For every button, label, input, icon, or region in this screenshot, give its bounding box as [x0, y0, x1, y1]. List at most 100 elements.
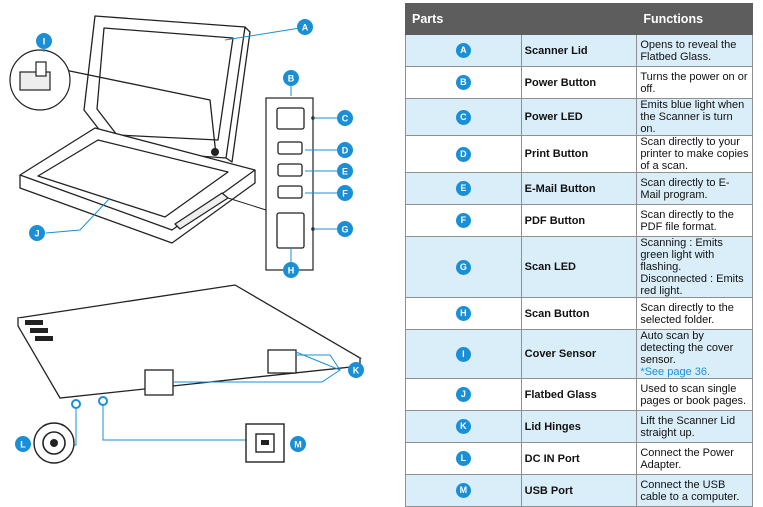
part-function: Scan directly to the PDF file format. — [636, 204, 753, 237]
part-function-text: Scan directly to the PDF file format. — [640, 208, 734, 233]
part-letter-badge: G — [455, 259, 471, 275]
see-page-link[interactable]: *See page 36. — [640, 366, 711, 378]
part-letter-badge: E — [455, 181, 471, 196]
badge-cell: L — [405, 442, 522, 475]
part-function-text: Scan directly to your printer to make co… — [640, 136, 749, 172]
badge-k: K — [348, 362, 364, 378]
svg-text:C: C — [342, 114, 349, 124]
svg-text:G: G — [341, 225, 348, 235]
svg-text:L: L — [20, 440, 26, 450]
part-function-text: Emits blue light when the Scanner is tur… — [640, 99, 745, 135]
power-button-drawing — [276, 107, 305, 130]
part-name: Cover Sensor — [520, 329, 638, 379]
part-function-text: Connect the Power Adapter. — [640, 446, 734, 471]
svg-text:I: I — [43, 37, 46, 47]
part-function-text: Lift the Scanner Lid straight up. — [640, 414, 736, 439]
table-header-row: Parts Functions — [404, 3, 753, 35]
part-name: Lid Hinges — [520, 410, 638, 443]
part-function: Scan directly to your printer to make co… — [636, 135, 753, 173]
part-name: DC IN Port — [520, 442, 638, 475]
part-name: Scan Button — [520, 297, 638, 330]
part-function: Used to scan single pages or book pages. — [636, 378, 753, 411]
badge-cell: H — [405, 297, 522, 330]
badge-e: E — [337, 163, 353, 179]
usb-port-zoom — [245, 423, 285, 463]
part-function: Scan directly to E-Mail program. — [636, 172, 753, 205]
svg-text:H: H — [288, 266, 295, 276]
part-function-text: Scan directly to E-Mail program. — [640, 176, 730, 201]
badge-cell: G — [405, 236, 522, 298]
badge-d: D — [337, 142, 353, 158]
badge-cell: I — [405, 329, 522, 379]
part-function-text: Scan directly to the selected folder. — [640, 301, 734, 326]
badge-cell: M — [405, 474, 522, 507]
part-function: Connect the USB cable to a computer. — [636, 474, 753, 507]
part-function: Turns the power on or off. — [636, 66, 753, 99]
badge-cell: A — [405, 34, 522, 67]
badge-cell: J — [405, 378, 522, 411]
part-letter-badge: J — [455, 387, 471, 402]
scan-button-drawing — [276, 212, 305, 249]
part-function-text: Auto scan by detecting the cover sensor. — [640, 330, 734, 366]
badge-g: G — [337, 221, 353, 237]
part-function: Emits blue light when the Scanner is tur… — [636, 98, 753, 136]
svg-text:D: D — [342, 146, 349, 156]
part-name: Power LED — [520, 98, 638, 136]
part-letter-badge: A — [455, 43, 471, 58]
part-function: Scanning : Emits green light with flashi… — [636, 236, 753, 298]
part-name: PDF Button — [520, 204, 638, 237]
badge-cell: B — [405, 66, 522, 99]
badge-j: J — [29, 225, 45, 241]
part-letter-badge: F — [455, 213, 471, 228]
part-function: Scan directly to the selected folder. — [636, 297, 753, 330]
part-letter-badge: H — [455, 306, 471, 321]
part-function: Auto scan by detecting the cover sensor.… — [636, 329, 753, 379]
svg-text:A: A — [302, 23, 309, 33]
badge-cell: K — [405, 410, 522, 443]
part-letter-badge: C — [455, 109, 471, 125]
part-function: Connect the Power Adapter. — [636, 442, 753, 475]
svg-text:B: B — [288, 74, 295, 84]
svg-text:E: E — [342, 167, 348, 177]
part-letter-badge: M — [455, 483, 471, 498]
part-function-text: Connect the USB cable to a computer. — [640, 478, 740, 503]
badge-cell: C — [405, 98, 522, 136]
part-name: Scan LED — [520, 236, 638, 298]
pdf-button-drawing — [277, 185, 303, 199]
part-name: Scanner Lid — [520, 34, 638, 67]
badge-f: F — [337, 185, 353, 201]
badge-cell: E — [405, 172, 522, 205]
svg-text:F: F — [342, 189, 348, 199]
badge-cell: D — [405, 135, 522, 173]
svg-text:J: J — [34, 229, 39, 239]
print-button-drawing — [277, 141, 303, 155]
part-name: Print Button — [520, 135, 638, 173]
email-button-drawing — [277, 163, 303, 177]
part-name: Flatbed Glass — [520, 378, 638, 411]
badge-m: M — [290, 436, 306, 452]
part-letter-badge: L — [455, 451, 471, 466]
header-parts: Parts — [404, 3, 638, 35]
part-function-text: Opens to reveal the Flatbed Glass. — [640, 38, 737, 63]
svg-text:M: M — [294, 440, 302, 450]
part-function: Opens to reveal the Flatbed Glass. — [636, 34, 753, 67]
part-function-text: Scanning : Emits green light with flashi… — [640, 237, 744, 297]
part-name: E-Mail Button — [520, 172, 638, 205]
badge-h: H — [283, 262, 299, 278]
part-letter-badge: D — [455, 146, 471, 162]
part-letter-badge: I — [455, 346, 471, 362]
badge-i: I — [36, 33, 52, 49]
dc-in-port-zoom — [33, 422, 75, 464]
